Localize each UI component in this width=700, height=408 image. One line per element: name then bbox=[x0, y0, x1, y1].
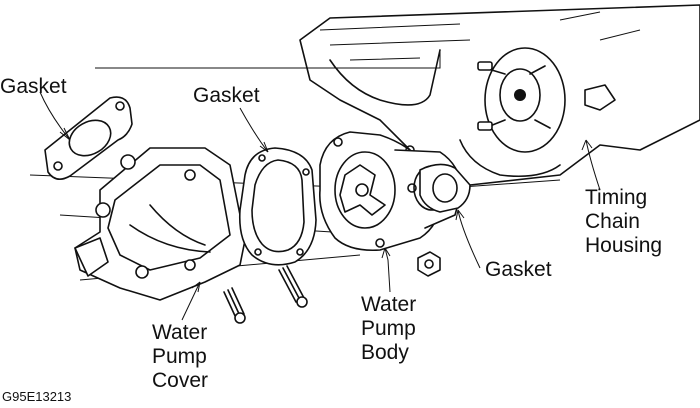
left-gasket bbox=[44, 96, 133, 180]
nut bbox=[417, 251, 441, 277]
label-timing-chain-housing: Timing Chain Housing bbox=[585, 186, 663, 257]
timing-chain-housing bbox=[477, 47, 616, 153]
label-water-pump-cover: Water Pump Cover bbox=[152, 321, 209, 392]
label-gasket-right: Gasket bbox=[485, 258, 552, 281]
cover-bolts bbox=[223, 265, 308, 324]
right-gasket bbox=[419, 163, 471, 213]
center-gasket bbox=[238, 147, 317, 266]
label-gasket-center: Gasket bbox=[193, 84, 260, 107]
figure-id: G95E13213 bbox=[2, 389, 72, 404]
label-gasket-left: Gasket bbox=[0, 75, 67, 98]
label-water-pump-body: Water Pump Body bbox=[361, 293, 417, 364]
water-pump-cover bbox=[74, 147, 246, 301]
engine-block-outline bbox=[299, 4, 700, 186]
leader-lines bbox=[39, 91, 601, 321]
